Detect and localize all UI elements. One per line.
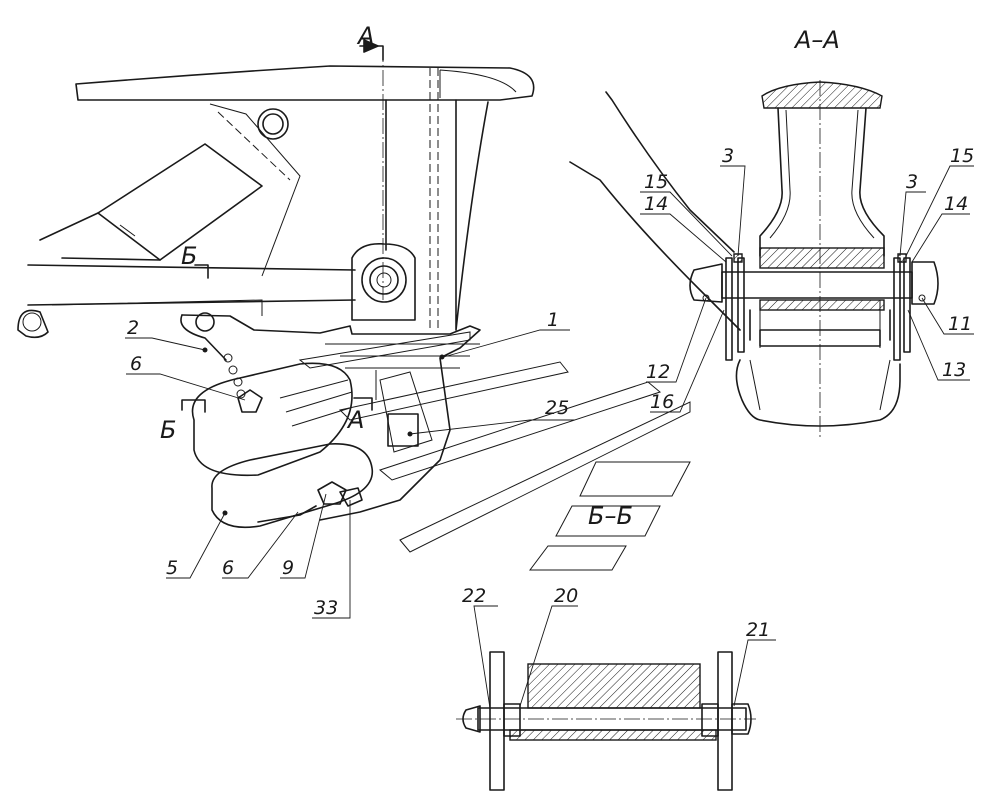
- bracket-plate: [181, 314, 481, 521]
- callout-21: 21: [746, 619, 770, 641]
- bushing-eye: [351, 242, 416, 321]
- callout-15-left: 15: [644, 171, 668, 193]
- cut-mark-b-bottom: Б: [160, 416, 176, 444]
- callout-5: 5: [166, 557, 178, 579]
- air-spring-bellows: [191, 362, 374, 529]
- callout-15-right: 15: [950, 145, 974, 167]
- main-view: А А Б Б: [17, 22, 691, 571]
- sleeve-hatched: [759, 247, 885, 269]
- bb-block: [527, 663, 701, 709]
- callout-22: 22: [462, 585, 486, 607]
- bolt-aa: [689, 261, 939, 305]
- clamp-upper: [237, 389, 263, 413]
- callout-6-upper: 6: [130, 353, 142, 375]
- bracket-holes: [195, 312, 246, 399]
- body-frame-top: [75, 65, 535, 101]
- section-aa-title: А–А: [793, 26, 840, 54]
- callout-6-lower: 6: [222, 557, 234, 579]
- section-cut-lines: [181, 39, 384, 413]
- cut-mark-a-top: А: [356, 22, 374, 50]
- aa-callouts: 3 15 14 3 15 14 11 13 12 16: [640, 145, 974, 413]
- section-aa: А–А: [569, 26, 939, 440]
- trailing-arm: [17, 264, 356, 339]
- top-cap: [761, 81, 883, 109]
- callout-14-left: 14: [644, 193, 668, 215]
- callout-9: 9: [282, 557, 294, 579]
- cut-mark-a-mid: А: [346, 406, 364, 434]
- shock-absorber: [39, 103, 301, 277]
- callout-20: 20: [554, 585, 578, 607]
- callout-2: 2: [127, 317, 139, 339]
- main-callouts: 1 2 6 25 5 6 9 33: [125, 309, 575, 619]
- background-stripes: [298, 331, 691, 571]
- bolt-bb: [456, 703, 756, 735]
- column: [385, 99, 489, 331]
- callout-3-right: 3: [906, 171, 918, 193]
- section-bb: Б–Б: [456, 502, 756, 791]
- clamp-lower: [317, 481, 347, 505]
- callout-25: 25: [545, 397, 569, 419]
- callout-14-right: 14: [944, 193, 968, 215]
- section-bb-title: Б–Б: [588, 502, 633, 530]
- callout-11: 11: [948, 313, 972, 335]
- callout-3-left: 3: [722, 145, 734, 167]
- callout-12: 12: [646, 361, 670, 383]
- cut-mark-b-top: Б: [181, 242, 197, 270]
- callout-13: 13: [942, 359, 966, 381]
- callout-33: 33: [314, 597, 338, 619]
- callout-1: 1: [547, 309, 559, 331]
- bb-callouts: 22 20 21: [462, 585, 776, 709]
- callout-16: 16: [650, 391, 674, 413]
